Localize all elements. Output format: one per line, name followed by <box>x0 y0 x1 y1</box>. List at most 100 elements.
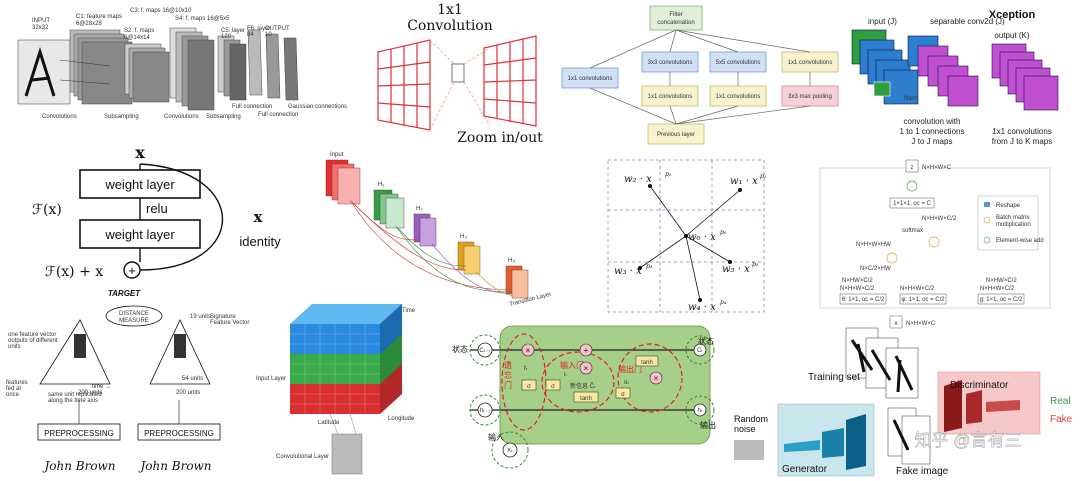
lstm-ct-ring <box>685 335 715 365</box>
densenet-h1-block <box>373 189 405 229</box>
deform-diagram: w₂ · x p₂ w₁ · x p₁ w₀ · x p₀ w₃ · x p₃ … <box>607 159 766 313</box>
lstm-ot: oₜ <box>624 380 629 386</box>
lenet-f6-n: 84 <box>247 32 254 38</box>
lstm-ft: fₜ <box>524 366 528 372</box>
xception-output-label: output (K) <box>994 31 1029 40</box>
lenet-output-n: 10 <box>265 32 272 38</box>
siamese-same-unit-2: along the time axis <box>48 398 98 404</box>
lstm-forget-3: 门 <box>504 380 512 390</box>
svg-text:+: + <box>128 263 136 278</box>
lstm-sigma-2: σ <box>551 384 555 390</box>
conv1x1-right-grid <box>483 35 537 127</box>
lenet-s4-maps <box>217 35 247 101</box>
siamese-time: time → <box>92 384 111 390</box>
lenet-convolutions-2: Convolutions <box>164 114 199 120</box>
lstm-forget-2: 忘 <box>504 370 512 380</box>
inception-3x3-label: 3x3 convolutions <box>648 60 693 66</box>
nonlocal-x-box <box>889 315 903 329</box>
resnet-sum-label: ℱ(x) + x <box>45 264 103 280</box>
lenet-output-label: OUTPUT <box>265 26 290 32</box>
lstm-diagram: Cₜ₋₁ 状态 hₜ₋₁ Xₜ 输入 遗 忘 门 × fₜ σ 输入门 iₜ σ… <box>452 325 716 469</box>
siamese-one-feature-1: one feature vector <box>8 332 56 338</box>
gan-diagram: Training set Random noise Generator Fake… <box>734 327 1073 477</box>
nonlocal-conv-z-label: 1×1×1, oc = C <box>893 201 932 207</box>
lstm-c-in: Cₜ₋₁ <box>479 348 490 354</box>
gan-fake-label: Fake <box>1050 414 1073 425</box>
gan-noise-patch <box>734 440 764 460</box>
inception-1x1-b-label: 1x1 convolutions <box>716 94 761 100</box>
lstm-state-out: 状态 <box>698 336 714 346</box>
inception-1x1-right-label: 1x1 convolutions <box>788 60 833 66</box>
lstm-output-gate: 输出门 <box>618 364 642 374</box>
lstm-h-prev: hₜ₋₁ <box>480 408 490 414</box>
inception-filter-concat-2: concatenation <box>657 20 694 26</box>
inception-arrows <box>589 29 811 125</box>
deform-w4-sup: p₄ <box>720 299 727 306</box>
densenet-h3-label: H₃ <box>460 234 467 240</box>
deform-w1-sup: p₁ <box>760 173 766 180</box>
nonlocal-diagram: z N×H×W×C 1×1×1, oc = C N×H×W×C/2 softma… <box>819 159 1051 329</box>
nonlocal-dims-b2: N×H×W×C/2 <box>900 286 935 292</box>
inception-maxpool-label: 3x3 max pooling <box>788 94 832 100</box>
lenet-c3-maps <box>169 27 215 111</box>
densenet-diagram: Input H₁ H₂ H₃ H₄ Transition Layer <box>325 152 552 308</box>
xception-cap1b: 1 to 1 connections <box>900 127 965 136</box>
cube-latitude-label: Latitude <box>318 420 340 426</box>
deform-w3-sup: p₃ <box>646 263 653 270</box>
inception-filter-concat-1: Filter <box>669 12 682 18</box>
lenet-c1-size: 6@28x28 <box>76 21 102 27</box>
lenet-subsampling-1: Subsampling <box>104 114 139 120</box>
conv1x1-title-1: 1x1 <box>437 2 463 18</box>
xception-sep-stack <box>907 35 979 107</box>
nonlocal-phi: φ: 1×1, oc = C/2 <box>901 297 945 303</box>
lstm-state-in: 状态 <box>452 344 468 354</box>
xception-input-stack <box>851 29 919 105</box>
nonlocal-dims-r2: N×HW×C/2 <box>986 278 1017 284</box>
conv1x1-left-grid <box>377 39 431 131</box>
densenet-h4-block <box>505 265 529 299</box>
xception-cap1a: convolution with <box>904 117 961 126</box>
svg-text:+: + <box>584 346 589 355</box>
deform-w5: w₅ · x <box>722 264 750 275</box>
lstm-ht-ring <box>685 395 715 425</box>
siamese-units-19: 19 units <box>190 314 211 320</box>
lstm-output-gate-ring <box>617 343 683 413</box>
resnet-weight-layer-1 <box>79 169 201 199</box>
conv1x1-diagram: 1x1 Convolution Zoom in/out <box>377 2 543 146</box>
gan-generator-label: Generator <box>782 464 828 475</box>
cube-conv-block <box>331 433 363 475</box>
nonlocal-theta: θ: 1×1, oc = C/2 <box>842 297 885 303</box>
resnet-relu-label: relu <box>146 201 168 216</box>
deform-w5-sup: p₅ <box>752 261 759 268</box>
deform-w0-sup: p₀ <box>720 229 727 236</box>
lstm-new-info: 新信息 C̃ₜ <box>570 382 596 390</box>
lstm-sigma-1: σ <box>527 384 531 390</box>
resnet-fx-label: ℱ(x) <box>32 202 62 218</box>
lenet-full-connection-1: Full connection <box>232 104 272 110</box>
gan-discriminator-label: Discriminator <box>950 380 1009 391</box>
nonlocal-softmax: softmax <box>902 228 923 234</box>
xception-cap1c: J to J maps <box>912 137 953 146</box>
lenet-f6-label: F6: layer <box>247 26 270 32</box>
lstm-c-in-ring <box>469 334 501 366</box>
deform-w0: w₀ · x <box>688 232 716 243</box>
lstm-xt: Xₜ <box>507 448 513 454</box>
siamese-signature-image-1: John Brown <box>41 459 115 473</box>
nonlocal-conv-z <box>889 197 935 209</box>
lenet-input-size: 32x32 <box>32 25 49 31</box>
xception-filters-label: filters <box>904 96 918 102</box>
lenet-s2-label: S2: f. maps <box>124 28 154 34</box>
inception-1x1-left-label: 1x1 convolutions <box>568 76 613 82</box>
lenet-c1-maps <box>69 29 133 105</box>
lstm-forget-1: 遗 <box>504 360 512 370</box>
deform-points <box>638 184 742 302</box>
inception-1x1-a-label: 1x1 convolutions <box>648 94 693 100</box>
densenet-input-block <box>325 159 361 205</box>
resnet-weight-layer-1-label: weight layer <box>104 177 175 192</box>
siamese-one-feature-3: units <box>8 344 21 350</box>
xception-input-label: input (J) <box>868 17 897 26</box>
resnet-x-input: x <box>135 143 145 162</box>
conv1x1-title-2: Convolution <box>407 18 493 34</box>
gan-real-label: Real <box>1050 396 1071 407</box>
